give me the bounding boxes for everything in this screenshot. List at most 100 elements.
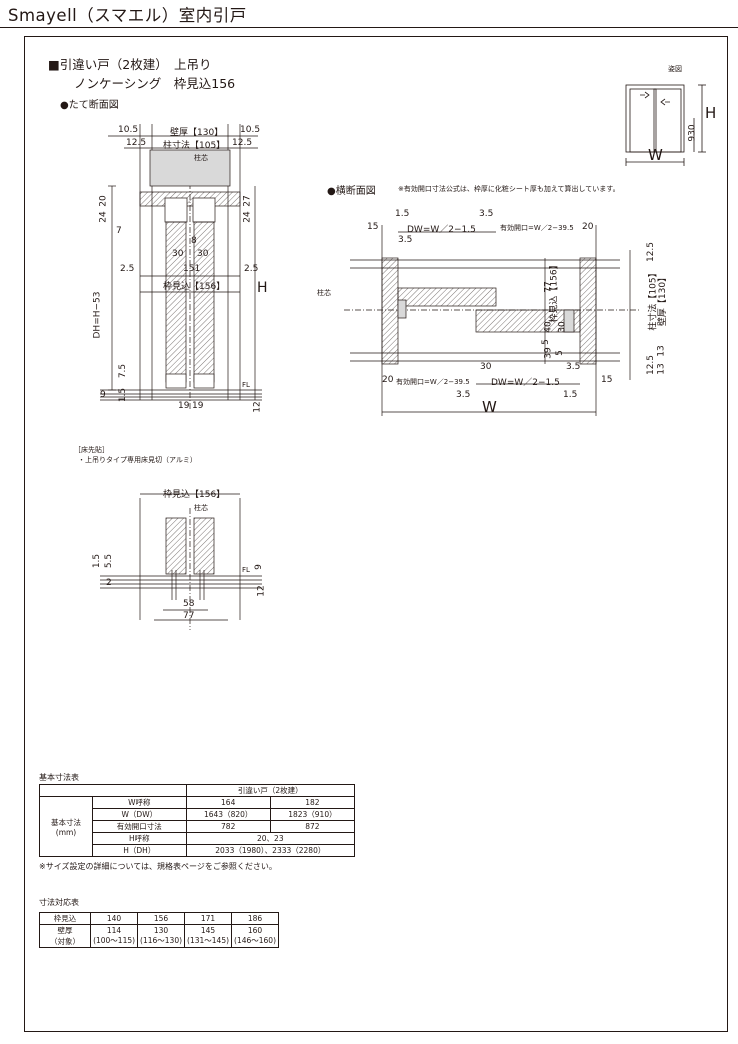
section-horizontal-label: ●横断面図 (327, 186, 376, 197)
corr-range: (100〜115) (93, 936, 136, 945)
hdim-12-5a: 12.5 (646, 241, 657, 263)
hdim-1-5: 1.5 (395, 209, 410, 219)
basic-table-cell: 872 (269, 820, 356, 833)
vdim-10-5-left: 10.5 (118, 125, 139, 135)
basic-table-row-label: 有効開口寸法 (92, 820, 187, 833)
floor-5-5: 5.5 (104, 553, 115, 569)
vdim-9: 9 (100, 390, 106, 400)
basic-table-cell: 2033（1980）、2333（2280） (185, 844, 356, 857)
hdim-open-bottom: 有効開口=W／2−39.5 (396, 378, 470, 386)
floor-label: ［床先貼］ (74, 446, 109, 454)
corr-row1-label: 枠見込 (38, 912, 92, 925)
vdim-151: 151 (183, 264, 201, 274)
floor-12: 12 (256, 585, 267, 597)
hdim-5b: 5 (554, 350, 565, 356)
section-vertical-label: ●たて断面図 (60, 100, 119, 111)
basic-table-group-label-1: 基本寸法 (51, 817, 81, 827)
vdim-2-5b: 2.5 (244, 264, 259, 274)
corr-cell: 156 (137, 912, 186, 925)
hdim-open-top: 有効開口=W／2−39.5 (500, 224, 574, 232)
basic-table-cell: 782 (185, 820, 271, 833)
hdim-20-bottom: 20 (382, 375, 394, 385)
floor-note: ・上吊りタイプ専用床見切（アルミ） (78, 456, 197, 464)
horizontal-note: ※有効開口寸法公式は、枠厚に化粧シート厚も加えて算出しています。 (398, 185, 620, 193)
floor-77: 77 (183, 611, 195, 621)
elevation-label: 姿図 (668, 65, 682, 73)
vdim-2-5a: 2.5 (120, 264, 135, 274)
floor-58: 58 (183, 599, 195, 609)
corr-cell: 160(146〜160) (231, 924, 279, 948)
corr-value: 114 (106, 926, 122, 935)
vdim-pillar: 柱寸法【105】 (163, 141, 226, 151)
hdim-dw-bottom: DW=W／2−1.5 (491, 378, 560, 388)
hdim-w: W (482, 398, 497, 416)
corr-table-title: 寸法対応表 (39, 898, 79, 907)
corr-value: 160 (247, 926, 263, 935)
vdim-12-5-right: 12.5 (232, 138, 253, 148)
floor-2: 2 (106, 578, 112, 588)
hdim-13b: 13 (656, 363, 667, 375)
hdim-15-bottom: 15 (601, 375, 613, 385)
vdim-fl: FL (242, 381, 250, 389)
hdim-3-5-bottom: 3.5 (566, 362, 581, 372)
basic-table-row-label: W（DW） (92, 808, 187, 821)
hdim-39: 39 (543, 347, 554, 359)
vdim-8: 8 (191, 236, 197, 246)
floor-depth: 枠見込【156】 (163, 490, 226, 500)
corr-row2-label-2: （対象） (50, 937, 81, 946)
page-title: Smayell（スマエル）室内引戸 (8, 6, 247, 25)
basic-table-group-label-2: (mm) (55, 827, 77, 837)
basic-table-cell: 182 (269, 796, 356, 809)
basic-table-cell: 1823（910） (269, 808, 356, 821)
hdim-dw-top: DW=W／2−1.5 (407, 225, 476, 235)
basic-table-title: 基本寸法表 (39, 773, 79, 782)
basic-table-row-label: W呼称 (92, 796, 187, 809)
corr-value: 130 (153, 926, 169, 935)
corr-cell: 114(100〜115) (90, 924, 139, 948)
hdim-3-5b: 3.5 (398, 235, 413, 245)
hdim-center: 柱芯 (317, 289, 331, 297)
floor-9: 9 (253, 564, 264, 570)
corr-range: (146〜160) (234, 936, 276, 945)
hdim-1-5-bottom: 1.5 (563, 390, 578, 400)
drawing-frame (24, 36, 728, 1032)
vdim-center: 柱芯 (194, 154, 208, 162)
basic-table-cell: 20、23 (185, 832, 356, 845)
elevation-h: H (705, 104, 717, 122)
corr-table: 枠見込 140 156 171 186 壁厚 （対象） 114(100〜115)… (38, 912, 279, 948)
vdim-12-5-left: 12.5 (126, 138, 147, 148)
basic-table-top-header: 引違い戸（2枚建） (185, 784, 356, 797)
corr-cell: 171 (184, 912, 233, 925)
basic-table: 引違い戸（2枚建） 基本寸法 (mm) W呼称 164 182 W（DW） 16… (39, 784, 356, 857)
floor-center: 柱芯 (194, 504, 208, 512)
vdim-27: 27 (242, 195, 253, 207)
floor-drawing (100, 493, 262, 630)
basic-table-cell: 1643（820） (185, 808, 271, 821)
corr-value: 145 (200, 926, 216, 935)
corr-row2-label: 壁厚 （対象） (38, 924, 92, 948)
corr-row2-label-1: 壁厚 (57, 926, 73, 935)
vdim-dh: DH=H−53 (92, 291, 103, 339)
vdim-20: 20 (98, 195, 109, 207)
corr-cell: 186 (231, 912, 279, 925)
vertical-section-drawing (100, 124, 262, 410)
corr-cell: 145(131〜145) (184, 924, 233, 948)
hdim-15: 15 (367, 222, 379, 232)
vdim-depth: 枠見込【156】 (163, 282, 226, 292)
elevation-drawing (625, 84, 706, 166)
corr-cell: 140 (90, 912, 139, 925)
basic-table-group: 基本寸法 (mm) (39, 796, 93, 857)
vdim-30a: 30 (172, 249, 184, 259)
hdim-3-5b-bottom: 3.5 (456, 390, 471, 400)
floor-fl: FL (242, 566, 250, 574)
title-rule (0, 27, 738, 28)
vdim-1-5: 1.5 (118, 387, 129, 403)
basic-table-cell: 164 (185, 796, 271, 809)
vdim-19a: 19 (178, 401, 190, 411)
hdim-30-bottom: 30 (480, 362, 492, 372)
hdim-77: 77 (543, 281, 554, 293)
basic-table-note: ※サイズ設定の詳細については、規格表ページをご参照ください。 (39, 862, 277, 871)
hdim-130: 壁厚【130】 (658, 272, 669, 327)
vdim-19b: 19 (192, 401, 204, 411)
